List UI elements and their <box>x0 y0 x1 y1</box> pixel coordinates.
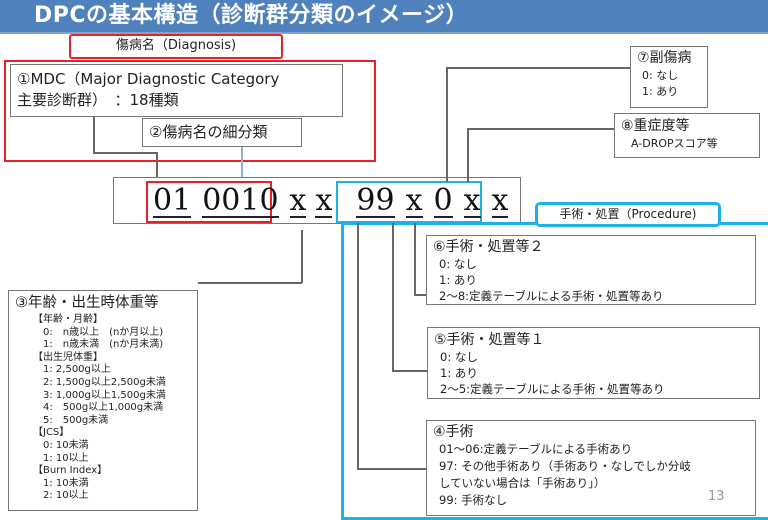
code-age-2: x <box>315 183 333 218</box>
title-bar <box>0 0 768 34</box>
proc1-title: ⑤手術・処置等１ <box>434 332 545 348</box>
proc1-connector-h <box>392 370 427 372</box>
subclass-text: ②傷病名の細分類 <box>149 123 268 141</box>
age-item: 2: 1,500g以上2,500g未満 <box>33 376 166 388</box>
proc2-item: 1: あり <box>439 273 477 287</box>
code-mdc: 01 <box>153 183 192 218</box>
procedure-label: 手術・処置（Procedure) <box>535 202 721 227</box>
comorbidity-connector-h <box>446 67 630 69</box>
comorbidity-box: ⑦副傷病 0: なし 1: あり <box>630 46 708 108</box>
proc1-box: ⑤手術・処置等１ 0: なし 1: あり 2～5:定義テーブルによる手術・処置等… <box>427 327 760 399</box>
age-item: 1: 10未満 <box>33 477 89 489</box>
age-item: 【年齢・月齢】 <box>33 314 103 325</box>
subclass-box: ②傷病名の細分類 <box>142 118 302 147</box>
code-proc2: 0 <box>433 183 453 218</box>
severity-connector-v <box>467 128 469 182</box>
proc2-title: ⑥手術・処置等２ <box>433 239 544 255</box>
mdc-connector-v1 <box>93 117 95 153</box>
mdc-box: ①MDC（Major Diagnostic Category 主要診断群） ：1… <box>10 64 343 117</box>
procedure-label-text: 手術・処置（Procedure) <box>559 207 697 221</box>
proc2-connector-h <box>414 294 427 296</box>
mdc-connector-h <box>93 152 157 154</box>
comorbidity-title: ⑦副傷病 <box>637 50 692 66</box>
subclass-connector <box>241 147 243 179</box>
severity-desc: A-DROPスコア等 <box>631 137 718 150</box>
age-box: ③年齢・出生時体重等 【年齢・月齢】 0: n歳以上 (nか月以上) 1: n歳… <box>8 290 198 511</box>
proc2-item: 2～8:定義テーブルによる手術・処置等あり <box>439 289 664 303</box>
proc1-item: 1: あり <box>440 366 478 380</box>
proc2-box: ⑥手術・処置等２ 0: なし 1: あり 2～8:定義テーブルによる手術・処置等… <box>426 235 756 305</box>
age-item: 1: 2,500g以上 <box>33 364 111 376</box>
age-item: 1: n歳未満 (nか月未満) <box>33 339 164 351</box>
proc2-item: 0: なし <box>439 257 477 271</box>
surgery-connector-v <box>357 223 359 469</box>
age-item: 【JCS】 <box>33 427 70 439</box>
age-item: 【Burn Index】 <box>33 465 108 477</box>
comorbidity-connector-v <box>446 67 448 182</box>
diagnosis-label-text: 傷病名（Diagnosis) <box>115 38 237 53</box>
comorbidity-item: 1: あり <box>642 85 679 98</box>
page-number: 13 <box>708 489 725 504</box>
age-connector-v <box>301 230 303 283</box>
age-item: 0: n歳以上 (nか月以上) <box>33 326 164 338</box>
age-item: 0: 10未満 <box>33 439 89 451</box>
severity-connector-h <box>467 128 614 130</box>
age-connector-h <box>198 282 302 284</box>
proc1-connector-v <box>392 223 394 371</box>
code-age-1: x <box>289 183 307 218</box>
diagnosis-label: 傷病名（Diagnosis) <box>69 34 283 59</box>
age-item: 4: 500g以上1,000g未満 <box>33 402 164 414</box>
surgery-item: していない場合は「手術あり」） <box>439 476 606 490</box>
age-item: 1: 10以上 <box>33 452 89 464</box>
surgery-title: ④手術 <box>433 424 474 440</box>
proc1-item: 2～5:定義テーブルによる手術・処置等あり <box>440 382 665 396</box>
diagnosis-code-highlight <box>146 181 272 223</box>
age-item: 【出生児体重】 <box>33 351 103 363</box>
age-items: 【年齢・月齢】 0: n歳以上 (nか月以上) 1: n歳未満 (nか月未満) … <box>15 314 191 503</box>
proc2-connector-v <box>414 223 416 295</box>
surgery-item: 97: その他手術あり（手術あり・なしでしか分岐 <box>439 459 691 473</box>
severity-box: ⑧重症度等 A-DROPスコア等 <box>614 113 760 158</box>
age-title: ③年齢・出生時体重等 <box>15 295 159 311</box>
surgery-connector-h <box>357 468 427 470</box>
mdc-connector-v2 <box>156 152 158 188</box>
mdc-line-2: 主要診断群） ：18種類 <box>17 91 179 109</box>
diagnosis-group <box>4 60 376 162</box>
code-comorbidity: x <box>463 183 481 218</box>
code-severity: x <box>491 183 509 218</box>
surgery-item: 01～06:定義テーブルによる手術あり <box>439 442 633 456</box>
surgery-item: 99: 手術なし <box>439 493 508 507</box>
surgery-box: ④手術 01～06:定義テーブルによる手術あり 97: その他手術あり（手術あり… <box>426 420 756 516</box>
mdc-line-1: ①MDC（Major Diagnostic Category <box>17 70 280 88</box>
page-title: DPCの基本構造（診断群分類のイメージ） <box>34 3 469 28</box>
proc1-item: 0: なし <box>440 350 478 364</box>
severity-title: ⑧重症度等 <box>621 118 690 134</box>
age-item: 5: 500g未満 <box>33 414 109 426</box>
age-item: 3: 1,000g以上1,500g未満 <box>33 389 166 401</box>
age-item: 2: 10以上 <box>33 490 89 502</box>
comorbidity-item: 0: なし <box>642 69 679 82</box>
code-surgery: 99 <box>356 183 395 218</box>
code-proc1: x <box>405 183 423 218</box>
code-subclass: 0010 <box>202 183 279 218</box>
